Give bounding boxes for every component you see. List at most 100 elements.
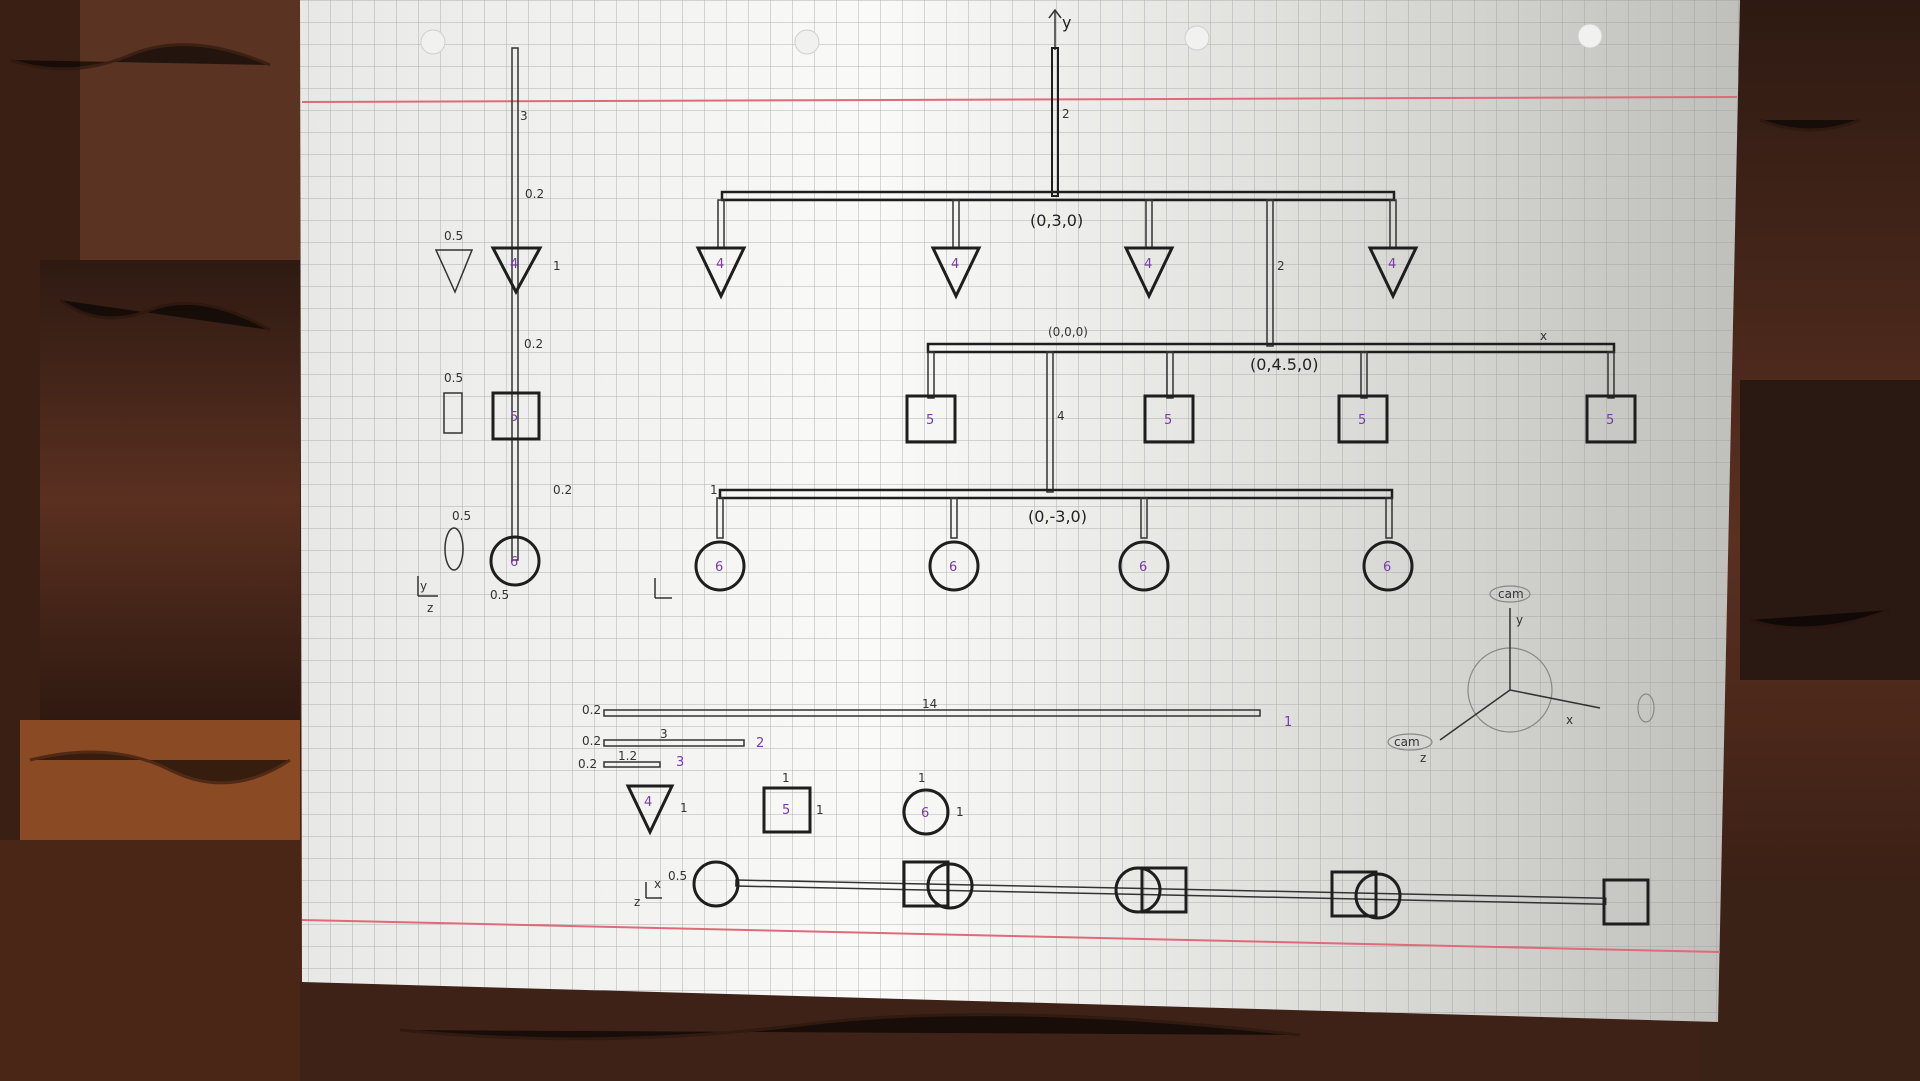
punch-hole	[420, 29, 446, 55]
triangle-shape	[930, 246, 982, 300]
segment-label: 2	[1062, 107, 1070, 121]
part-size: 1	[956, 805, 964, 819]
punch-hole	[794, 29, 820, 55]
beam-long-num: 1	[1284, 715, 1292, 730]
side-square-profile	[443, 392, 463, 434]
square-number: 5	[1164, 413, 1172, 428]
side-axis-y: y	[420, 579, 427, 593]
side-label: 0.2	[525, 187, 544, 201]
part-size: 1	[782, 771, 790, 785]
side-shape-number: 6	[510, 555, 518, 570]
row-square	[1330, 870, 1378, 918]
side-label: 0.5	[490, 588, 509, 602]
part-circle	[902, 788, 950, 836]
side-label: 0.5	[444, 371, 463, 385]
level2-coord-left: (0,0,0)	[1048, 325, 1088, 339]
camera-axis-x: x	[1566, 713, 1573, 727]
margin-line-top	[301, 96, 1738, 103]
side-view-sketch: 3 0.2 1 0.2 0.2 4 0.5 5 0.5 6 0.5 0.5 y …	[417, 47, 572, 615]
row-square	[1602, 878, 1650, 926]
side-shape-number: 5	[510, 410, 518, 425]
row-axis-x: x	[654, 877, 661, 891]
row-square	[902, 860, 950, 908]
circle-number: 6	[715, 560, 723, 575]
beam-short-num: 3	[676, 755, 684, 770]
camera-axis-y: y	[1516, 613, 1523, 627]
part-sq-num: 5	[782, 803, 790, 818]
row-square	[1140, 866, 1188, 914]
top-beam	[720, 190, 1396, 202]
side-axis-z: z	[427, 601, 433, 615]
level2-coord-right: (0,4.5,0)	[1250, 355, 1318, 374]
triangle-number: 4	[1144, 257, 1152, 272]
row-circle	[926, 862, 974, 910]
circle-shape	[694, 540, 746, 592]
punch-hole	[1577, 23, 1603, 49]
beam-short-len: 1.2	[618, 749, 637, 763]
beam-long	[603, 709, 1261, 717]
row-label: 0.5	[668, 869, 687, 883]
camera-axis-z: z	[1420, 751, 1426, 765]
row-axis-z: z	[634, 895, 640, 909]
camera-diagram: y x z cam cam	[1387, 585, 1655, 765]
square-number: 5	[1358, 413, 1366, 428]
parts-list-sketch: 0.2 14 1 0.2 3 2 0.2 1.2 3 4 1 5 1 1 6 1…	[578, 697, 1292, 836]
triangle-shape	[1367, 246, 1419, 300]
side-label: 1	[553, 259, 561, 273]
triangle-shape	[1123, 246, 1175, 300]
part-triangle	[625, 784, 675, 836]
mid-beam-label: 4	[1057, 409, 1065, 423]
punch-hole	[1184, 25, 1210, 51]
camera-label: cam	[1498, 587, 1524, 601]
axis-glyph-main	[654, 578, 672, 599]
part-size: 1	[680, 801, 688, 815]
side-label: 0.2	[553, 483, 572, 497]
circle-shape	[928, 540, 980, 592]
side-label: 0.5	[452, 509, 471, 523]
part-circ-num: 6	[921, 806, 929, 821]
row-circle	[692, 860, 740, 908]
mid-beam-label: 2	[1277, 259, 1285, 273]
square-shape	[1337, 394, 1389, 444]
circle-number: 6	[1383, 560, 1391, 575]
triangle-number: 4	[1388, 257, 1396, 272]
circle-number: 6	[1139, 560, 1147, 575]
part-size: 1	[816, 803, 824, 817]
beam-mid-len: 3	[660, 727, 668, 741]
square-number: 5	[926, 413, 934, 428]
side-square	[491, 391, 541, 441]
triangle-number: 4	[716, 257, 724, 272]
circle-number: 6	[949, 560, 957, 575]
circle-shape	[1118, 540, 1170, 592]
side-shape-number: 4	[510, 257, 518, 272]
level3-coord: (0,-3,0)	[1028, 507, 1087, 526]
side-triangle-profile	[434, 249, 474, 294]
circle-shape	[1362, 540, 1414, 592]
beam-short	[603, 761, 661, 768]
triangle-number: 4	[951, 257, 959, 272]
part-square	[762, 786, 812, 834]
beam-long-len: 14	[922, 697, 937, 711]
square-number: 5	[1606, 413, 1614, 428]
bottom-row-sketch: 0.5 x z	[634, 860, 1650, 926]
mobile-main-sketch: y 2 (0,3,0) 2 4 4 4 4 (0,0,0) (0,4.5,0) …	[654, 8, 1637, 599]
side-circle-profile	[444, 527, 464, 571]
part-thickness: 0.2	[582, 703, 601, 717]
triangle-shape	[695, 246, 747, 300]
part-size: 1	[918, 771, 926, 785]
side-label: 0.5	[444, 229, 463, 243]
side-label: 3	[520, 109, 528, 123]
top-level-coord: (0,3,0)	[1030, 211, 1083, 230]
square-shape	[1143, 394, 1195, 444]
top-rod	[1051, 47, 1059, 197]
beam-mid-num: 2	[756, 736, 764, 751]
square-shape	[1585, 394, 1637, 444]
side-axis-x: x	[1540, 329, 1547, 343]
part-thickness: 0.2	[578, 757, 597, 771]
beam-mid	[603, 739, 745, 747]
row-circle	[1354, 872, 1402, 920]
bottom-beam	[718, 488, 1394, 500]
part-tri-num: 4	[644, 795, 652, 810]
